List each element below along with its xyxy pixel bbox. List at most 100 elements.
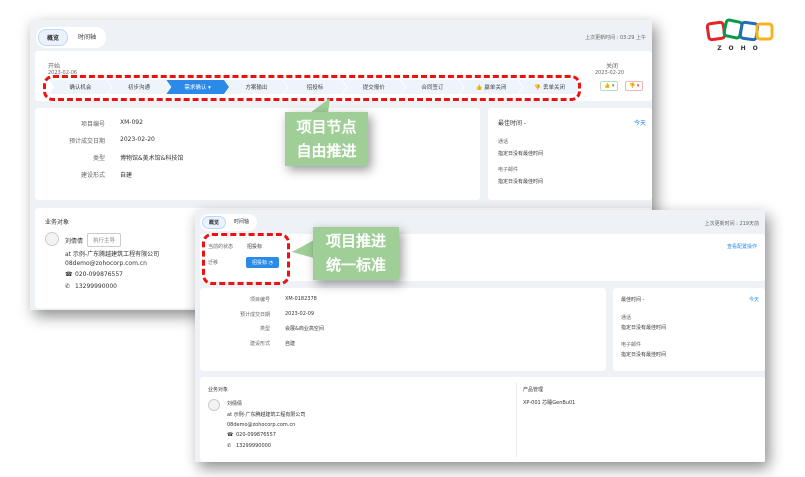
- phone-icon: ☎: [227, 432, 234, 438]
- tab-timeline[interactable]: 时间轴: [234, 219, 250, 225]
- field-label: 类型: [259, 326, 270, 332]
- best-time-title: 最佳时间 -: [621, 297, 645, 303]
- field-label: 类型: [92, 155, 105, 162]
- field-label: 预计成交日期: [239, 311, 270, 318]
- highlight-status: [202, 233, 290, 285]
- screenshot-status-view: 概览 时间轴 上次更新时间 : 219天前 当前的状态 招投标 迁移 招投标 ◔…: [195, 210, 765, 462]
- call-value: 指定日没有最佳时间: [621, 325, 667, 331]
- today-link[interactable]: 今天: [633, 120, 646, 127]
- mobile: 13299990000: [75, 283, 117, 290]
- transition-label: 迁移: [208, 260, 219, 266]
- field-label: 项目编号: [80, 121, 105, 128]
- won-button[interactable]: 👍 ▾: [600, 81, 619, 91]
- phone-icon: ☎: [65, 271, 73, 278]
- stage-item[interactable]: 方案输出: [225, 80, 288, 94]
- start-label: 开始: [48, 63, 61, 70]
- status-label: 当前的状态: [208, 244, 234, 250]
- field-value: 2023-02-09: [285, 310, 315, 317]
- last-updated: 上次更新时间 : 03:29 上午: [585, 35, 646, 41]
- avatar: [45, 232, 59, 246]
- callout-line: 统一标准: [325, 256, 386, 274]
- divider: [516, 382, 517, 457]
- role-button[interactable]: 执行主导: [87, 233, 122, 247]
- field-row: 建设形式自建: [200, 340, 295, 347]
- view-tabs: 概览 时间轴: [200, 214, 258, 231]
- stage-item[interactable]: 招投标: [283, 80, 347, 94]
- business-card: 业务对象 刘倩倩 at 示例-广东腾越建筑工程有限公司 08demo@zohoc…: [200, 377, 765, 462]
- stage-item[interactable]: 👍 赢单关闭: [459, 80, 523, 94]
- email-label: 电子邮件: [621, 342, 642, 348]
- end-label: 关闭: [606, 63, 619, 70]
- stage-item[interactable]: 👎 丢单关闭: [518, 80, 582, 94]
- email[interactable]: 08demo@zohocorp.com.cn: [65, 260, 147, 267]
- products-title: 产品管理: [523, 387, 544, 393]
- tab-overview[interactable]: 概览: [202, 216, 227, 229]
- contact-name[interactable]: 刘倩倩: [227, 401, 243, 407]
- view-tabs: 概览 时间轴: [36, 27, 107, 48]
- company: at 示例-广东腾越建筑工程有限公司: [227, 412, 306, 418]
- callout-line: 项目推进: [325, 232, 386, 250]
- field-value: 自建: [120, 172, 133, 179]
- config-link[interactable]: 查看配置操作: [726, 244, 757, 250]
- phone: 020-099876557: [236, 432, 276, 438]
- last-updated: 上次更新时间 : 219天前: [704, 221, 759, 227]
- callout-line: 项目节点: [296, 118, 357, 136]
- call-label: 通话: [621, 315, 632, 321]
- field-value: 自建: [285, 340, 296, 347]
- start-date: 2023-02-06: [48, 70, 78, 76]
- company: at 示例-广东腾越建筑工程有限公司: [65, 251, 160, 258]
- call-label: 通话: [498, 139, 509, 145]
- field-row: 建设形式 自建: [35, 170, 132, 179]
- stage-item[interactable]: 初步沟通: [107, 80, 171, 94]
- lost-button[interactable]: 👎 ▾: [625, 81, 644, 91]
- callout-unified-standard: 项目推进 统一标准: [313, 227, 399, 280]
- field-row: 预计成交日期 2023-02-09: [200, 311, 314, 318]
- field-label: 预计成交日期: [68, 138, 105, 145]
- call-value: 指定日没有最佳时间: [498, 151, 544, 157]
- phone: 020-099876557: [75, 271, 123, 278]
- field-value: 博物馆&美术馆&科技馆: [120, 155, 184, 162]
- email-value: 指定日没有最佳时间: [621, 352, 667, 358]
- end-date: 2023-02-20: [595, 70, 625, 76]
- today-link[interactable]: 今天: [748, 297, 759, 303]
- field-value: 2023-02-20: [120, 136, 155, 143]
- highlight-stage-pipeline: [43, 75, 581, 101]
- avatar: [208, 399, 220, 411]
- field-row: 类型 会展&商业高空间: [200, 325, 324, 332]
- field-row: 项目编号 XM-0182378: [200, 296, 317, 303]
- mobile: 13299990000: [236, 443, 271, 449]
- mobile-icon: ✆: [65, 283, 71, 290]
- field-value: XM-0182378: [285, 296, 317, 302]
- stage-item[interactable]: 需求确认 ▾: [166, 80, 230, 94]
- stage-item[interactable]: 确认机会: [49, 80, 112, 94]
- tab-overview[interactable]: 概览: [38, 29, 69, 46]
- mobile-icon: ✆: [227, 443, 232, 449]
- details-card: 项目编号 XM-0182378 预计成交日期 2023-02-09 类型 会展&商业高空间…: [200, 288, 606, 371]
- field-label: 建设形式: [80, 172, 105, 179]
- transition-button[interactable]: 招投标 ◔: [246, 257, 279, 268]
- email-label: 电子邮件: [498, 167, 519, 173]
- stage-item[interactable]: 提交报价: [342, 80, 406, 94]
- stage-item[interactable]: 合同签订: [401, 80, 464, 94]
- product-item[interactable]: XP-001 芯睡GenBu01: [523, 400, 576, 406]
- contact-name[interactable]: 刘倩倩: [65, 238, 84, 245]
- stage-pipeline: 确认机会初步沟通需求确认 ▾方案输出招投标提交报价合同签订👍 赢单关闭👎 丢单关…: [49, 80, 582, 94]
- business-title: 业务对象: [208, 387, 229, 393]
- field-value: 会展&商业高空间: [285, 326, 324, 332]
- email[interactable]: 08demo@zohocorp.com.cn: [227, 422, 296, 428]
- status-value: 招投标: [247, 244, 263, 250]
- best-time-title: 最佳时间 -: [498, 120, 527, 127]
- business-title: 业务对象: [45, 219, 70, 226]
- best-time-card: 最佳时间 - 今天 通话 指定日没有最佳时间 电子邮件 指定日没有最佳时间: [613, 288, 765, 371]
- status-card: 当前的状态 招投标 迁移 招投标 ◔ 查看配置操作: [200, 234, 765, 281]
- field-row: 类型 博物馆&美术馆&科技馆: [35, 153, 183, 162]
- email-value: 指定日没有最佳时间: [498, 179, 544, 185]
- field-label: 项目编号: [249, 297, 270, 303]
- callout-free-advance: 项目节点 自由推进: [285, 112, 368, 166]
- zoho-logo: ZOHO: [705, 18, 777, 58]
- field-row: 预计成交日期 2023-02-20: [35, 136, 155, 145]
- tab-timeline[interactable]: 时间轴: [78, 34, 97, 41]
